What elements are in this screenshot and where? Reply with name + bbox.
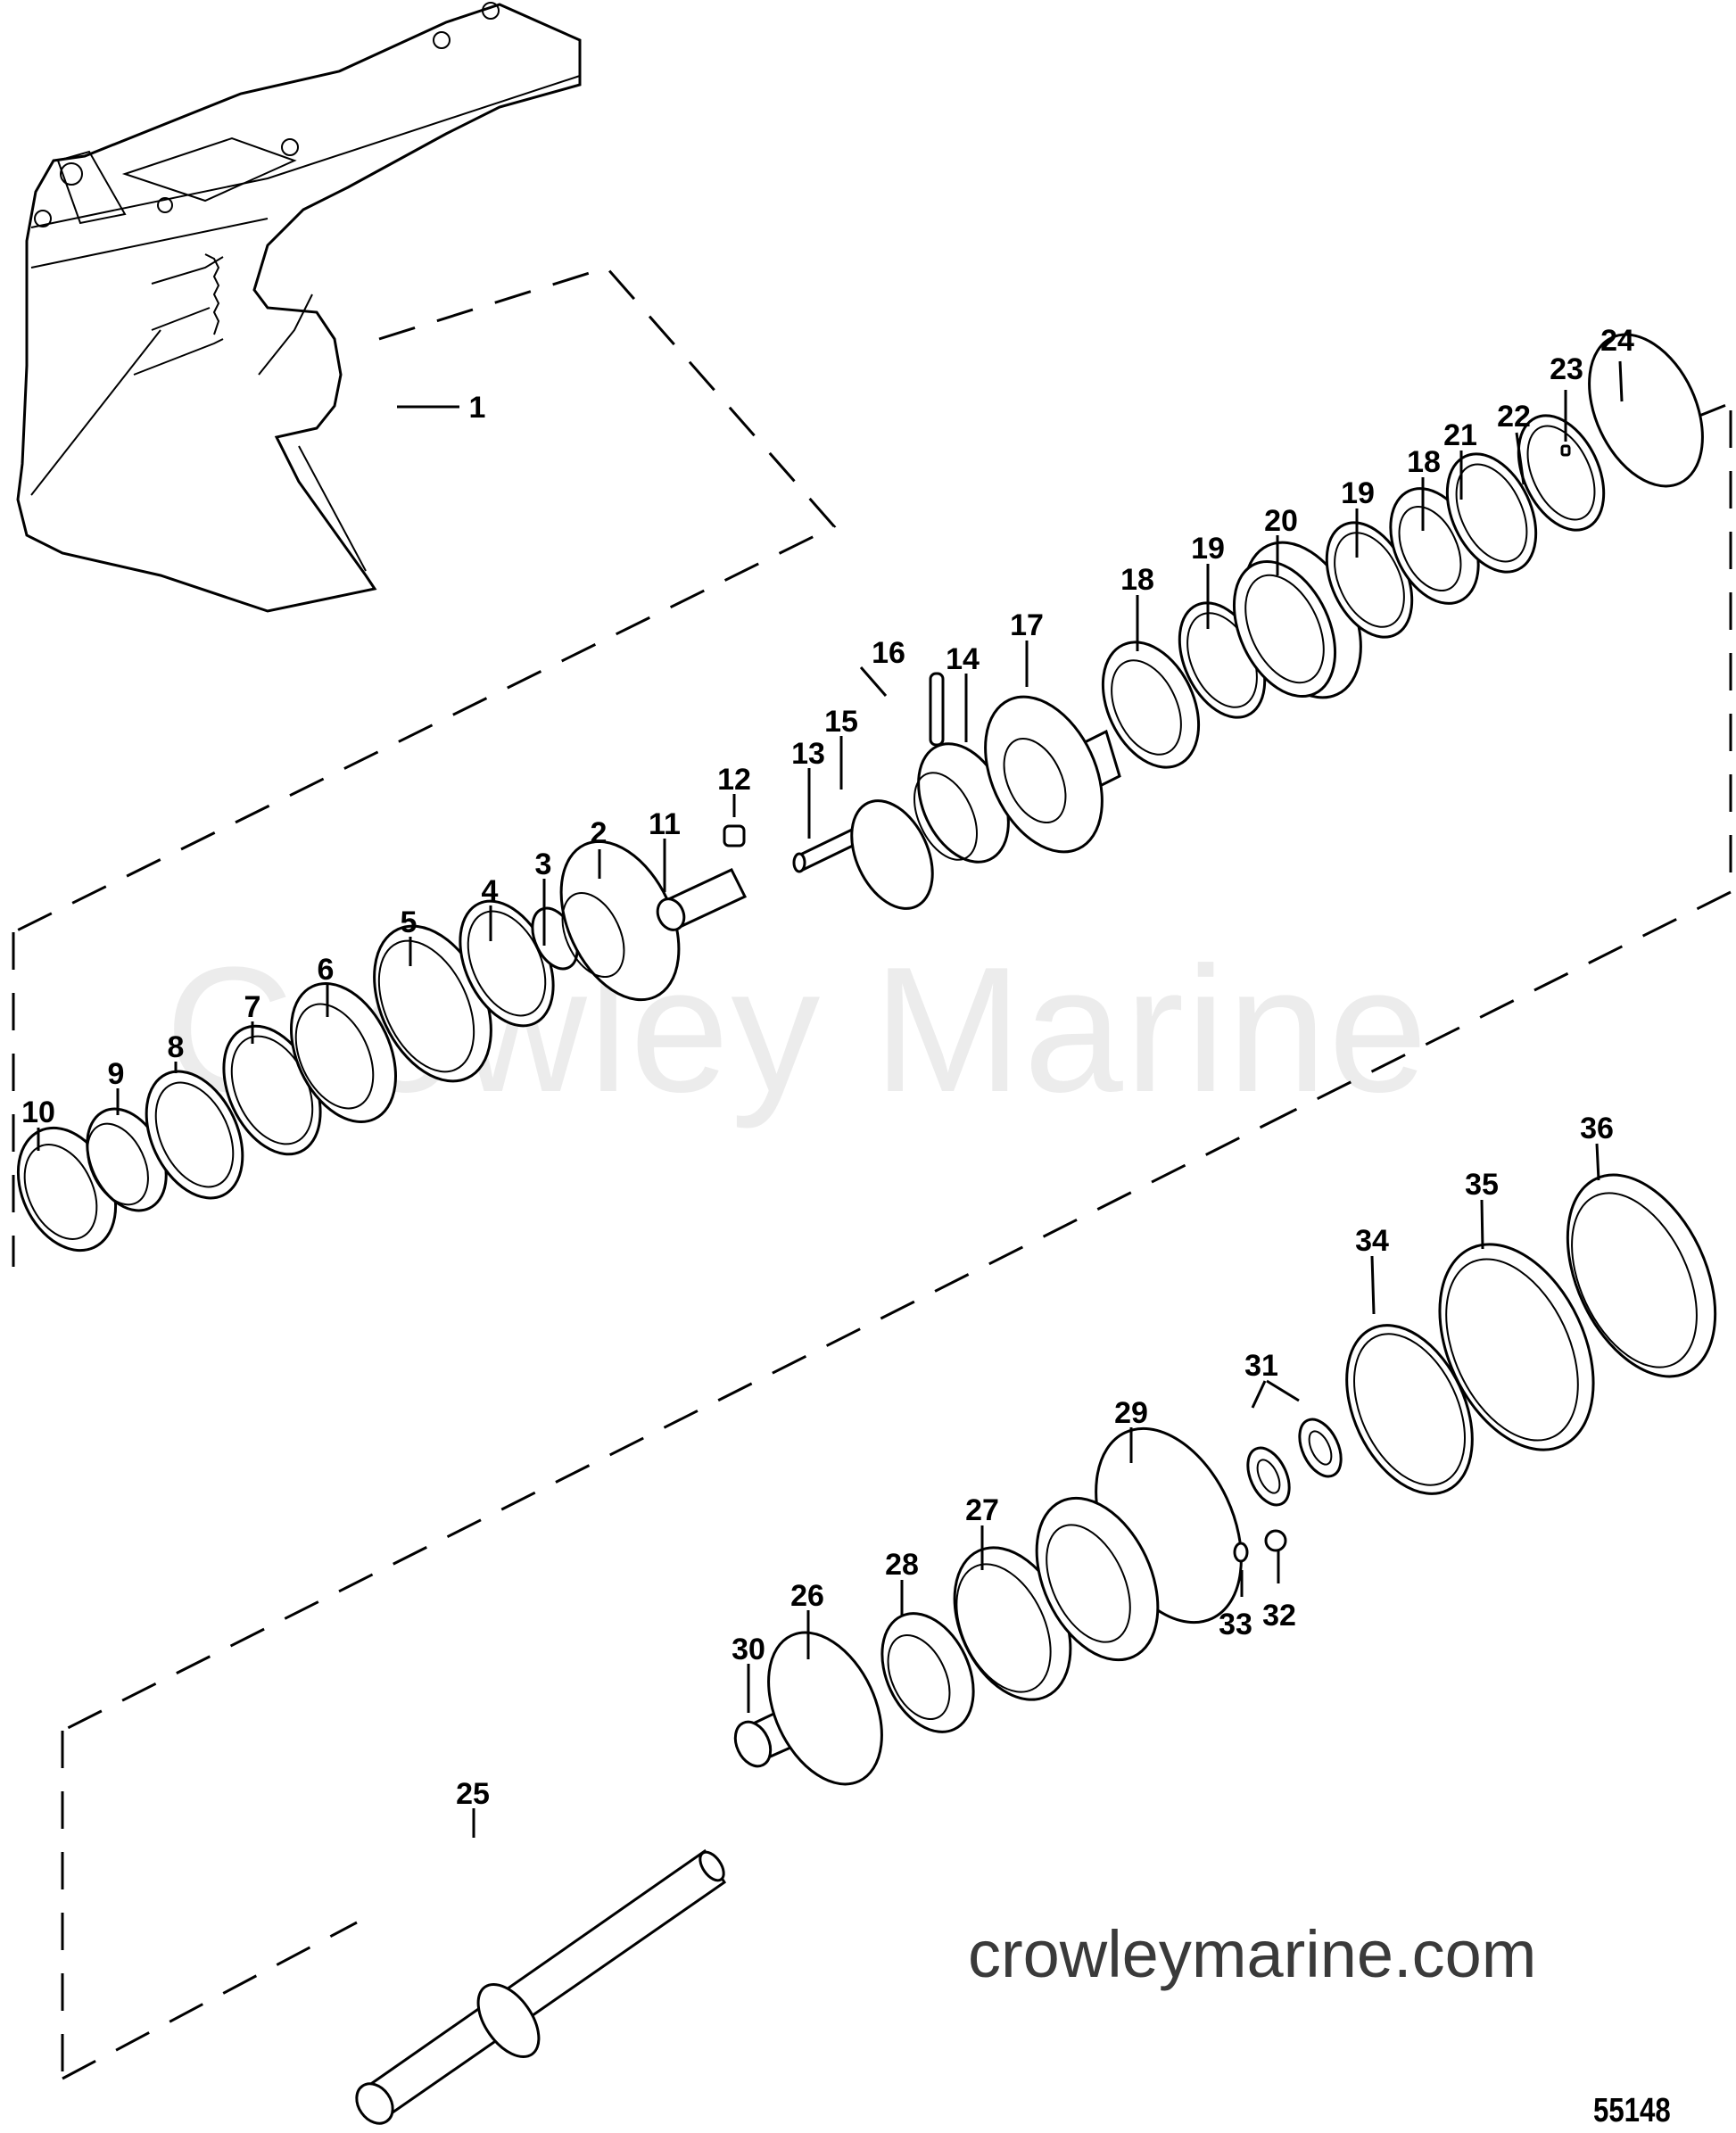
callout-11: 11: [649, 807, 681, 841]
callout-17: 17: [1010, 608, 1044, 642]
callout-6: 6: [318, 953, 335, 987]
callout-12: 12: [717, 763, 751, 797]
callout-25: 25: [456, 1777, 490, 1811]
callout-33: 33: [1219, 1608, 1252, 1641]
callout-21: 21: [1443, 418, 1477, 452]
gear-housing-illustration: [16, 2, 582, 613]
callout-18a: 18: [1120, 563, 1154, 597]
callout-9: 9: [108, 1057, 125, 1091]
callout-30: 30: [732, 1633, 765, 1666]
callout-31: 31: [1244, 1349, 1278, 1383]
callout-24: 24: [1600, 324, 1634, 358]
callout-16: 16: [872, 636, 905, 670]
callout-34: 34: [1355, 1224, 1389, 1258]
callout-1: 1: [469, 391, 486, 425]
callout-8: 8: [168, 1030, 185, 1064]
callout-18b: 18: [1407, 445, 1441, 479]
callout-13: 13: [791, 737, 825, 771]
callout-20: 20: [1264, 504, 1298, 538]
callout-5: 5: [401, 905, 417, 939]
callout-32: 32: [1262, 1599, 1296, 1633]
callout-15: 15: [824, 705, 858, 739]
site-url-text: crowleymarine.com: [968, 1917, 1537, 1991]
callout-27: 27: [965, 1493, 999, 1527]
figure-number: 55148: [1593, 2092, 1671, 2129]
callout-22: 22: [1497, 400, 1531, 434]
callout-2: 2: [591, 816, 608, 850]
lower-row-parts: [355, 1173, 1717, 2125]
callout-7: 7: [244, 990, 261, 1024]
callout-14: 14: [946, 642, 980, 676]
callout-23: 23: [1550, 352, 1583, 386]
callout-28: 28: [885, 1548, 919, 1582]
callout-36: 36: [1580, 1112, 1614, 1145]
callout-4: 4: [482, 874, 499, 908]
callout-29: 29: [1114, 1396, 1148, 1430]
callout-19a: 19: [1191, 532, 1225, 566]
leader-lines: [37, 360, 1624, 1838]
upper-row-parts: [16, 333, 1704, 1253]
callout-3: 3: [535, 847, 552, 881]
callout-35: 35: [1465, 1168, 1499, 1202]
callout-10: 10: [21, 1095, 55, 1129]
callout-19b: 19: [1341, 476, 1375, 510]
callout-26: 26: [790, 1579, 824, 1613]
callout-labels: 1 2 3 4 5 6 7 8 9 10 11 12 13 14 15 16 1…: [21, 324, 1634, 1811]
